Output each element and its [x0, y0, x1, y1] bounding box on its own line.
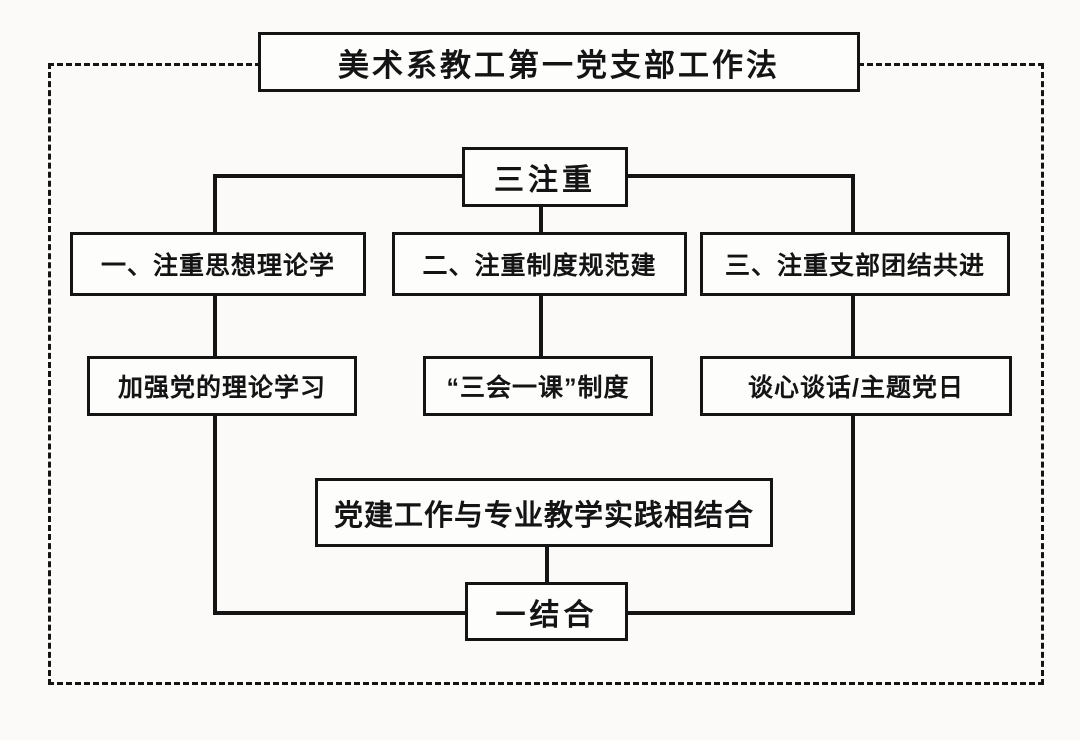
connector-right-rail-vertical [851, 411, 855, 615]
practice-3-box: 谈心谈话/主题党日 [700, 356, 1012, 416]
bottom-node-box: 一结合 [465, 582, 628, 641]
connector-pillar2-practice2 [539, 294, 543, 358]
integration-box: 党建工作与专业教学实践相结合 [315, 478, 773, 547]
pillar-1-label: 一、注重思想理论学 [100, 252, 335, 280]
integration-label: 党建工作与专业教学实践相结合 [333, 499, 754, 532]
diagram-title: 美术系教工第一党支部工作法 [338, 47, 780, 83]
pillar-3-label: 三、注重支部团结共进 [724, 252, 985, 280]
bottom-node-label: 一结合 [495, 598, 598, 632]
pillar-1-box: 一、注重思想理论学 [70, 232, 366, 296]
connector-left-stub-vertical [213, 174, 217, 234]
connector-top-left-horizontal [214, 174, 464, 178]
connector-pillar3-practice3 [851, 294, 855, 358]
practice-2-box: “三会一课”制度 [423, 356, 653, 416]
practice-1-box: 加强党的理论学习 [87, 356, 357, 416]
pillar-2-box: 二、注重制度规范建 [392, 232, 687, 296]
pillar-2-label: 二、注重制度规范建 [422, 252, 657, 280]
practice-3-label: 谈心谈话/主题党日 [748, 374, 964, 402]
connector-top-right-horizontal [626, 174, 854, 178]
top-node-label: 三注重 [494, 164, 596, 197]
connector-middle-stub-vertical [539, 205, 543, 234]
connector-integration-bottom [545, 545, 549, 584]
top-node-box: 三注重 [462, 147, 628, 207]
connector-bottom-left-horizontal [214, 611, 467, 615]
connector-bottom-right-horizontal [626, 611, 854, 615]
practice-1-label: 加强党的理论学习 [117, 374, 326, 402]
connector-right-stub-vertical [851, 174, 855, 234]
diagram-title-box: 美术系教工第一党支部工作法 [258, 32, 860, 92]
connector-left-rail-vertical [213, 414, 217, 615]
connector-pillar1-practice1 [213, 294, 217, 358]
practice-2-label: “三会一课”制度 [446, 374, 630, 402]
pillar-3-box: 三、注重支部团结共进 [700, 232, 1010, 296]
